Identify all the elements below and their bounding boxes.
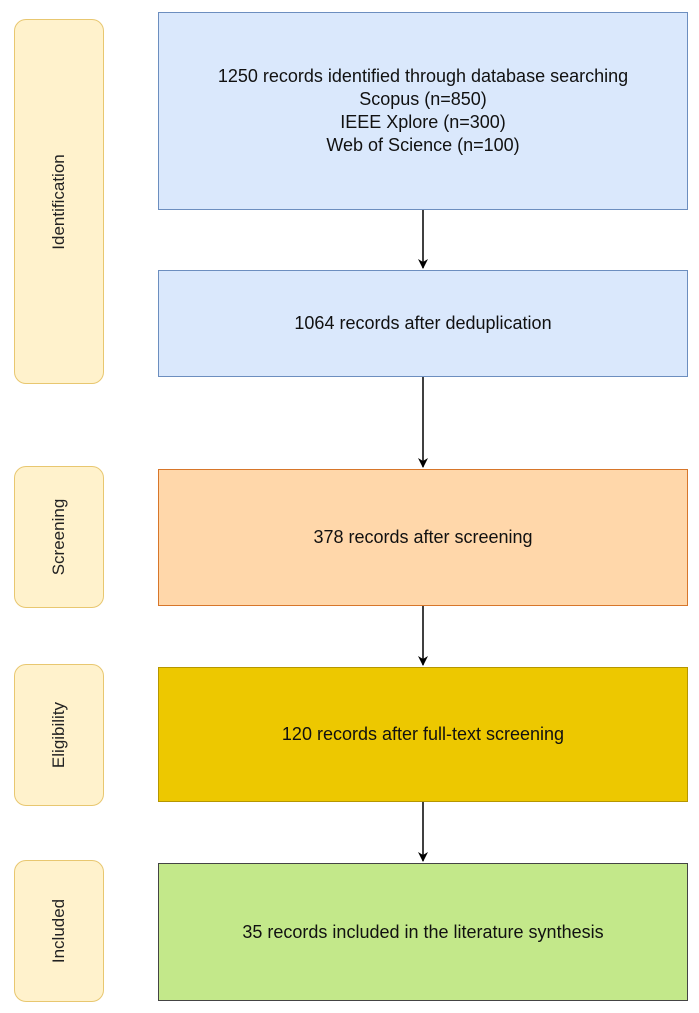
phase-included: Included xyxy=(14,860,104,1002)
screening-text: 378 records after screening xyxy=(313,527,533,547)
screening-box: 378 records after screening xyxy=(158,469,688,606)
included-text: 35 records included in the literature sy… xyxy=(242,921,604,942)
deduplication-box: 1064 records after deduplication xyxy=(158,270,688,377)
fulltext-text: 120 records after full-text screening xyxy=(281,724,565,744)
phase-screening: Screening xyxy=(14,466,104,608)
deduplication-text: 1064 records after deduplication xyxy=(294,313,552,333)
identified-total-text: 1250 records identified through database… xyxy=(217,66,629,86)
phase-identification: Identification xyxy=(14,19,104,384)
wos-count-text: Web of Science (n=100) xyxy=(326,135,520,155)
included-box: 35 records included in the literature sy… xyxy=(158,863,688,1001)
fulltext-screening-box: 120 records after full-text screening xyxy=(158,667,688,802)
ieee-count-text: IEEE Xplore (n=300) xyxy=(340,112,506,132)
identified-records-box: 1250 records identified through database… xyxy=(158,12,688,210)
scopus-count-text: Scopus (n=850) xyxy=(359,89,487,109)
phase-eligibility: Eligibility xyxy=(14,664,104,806)
